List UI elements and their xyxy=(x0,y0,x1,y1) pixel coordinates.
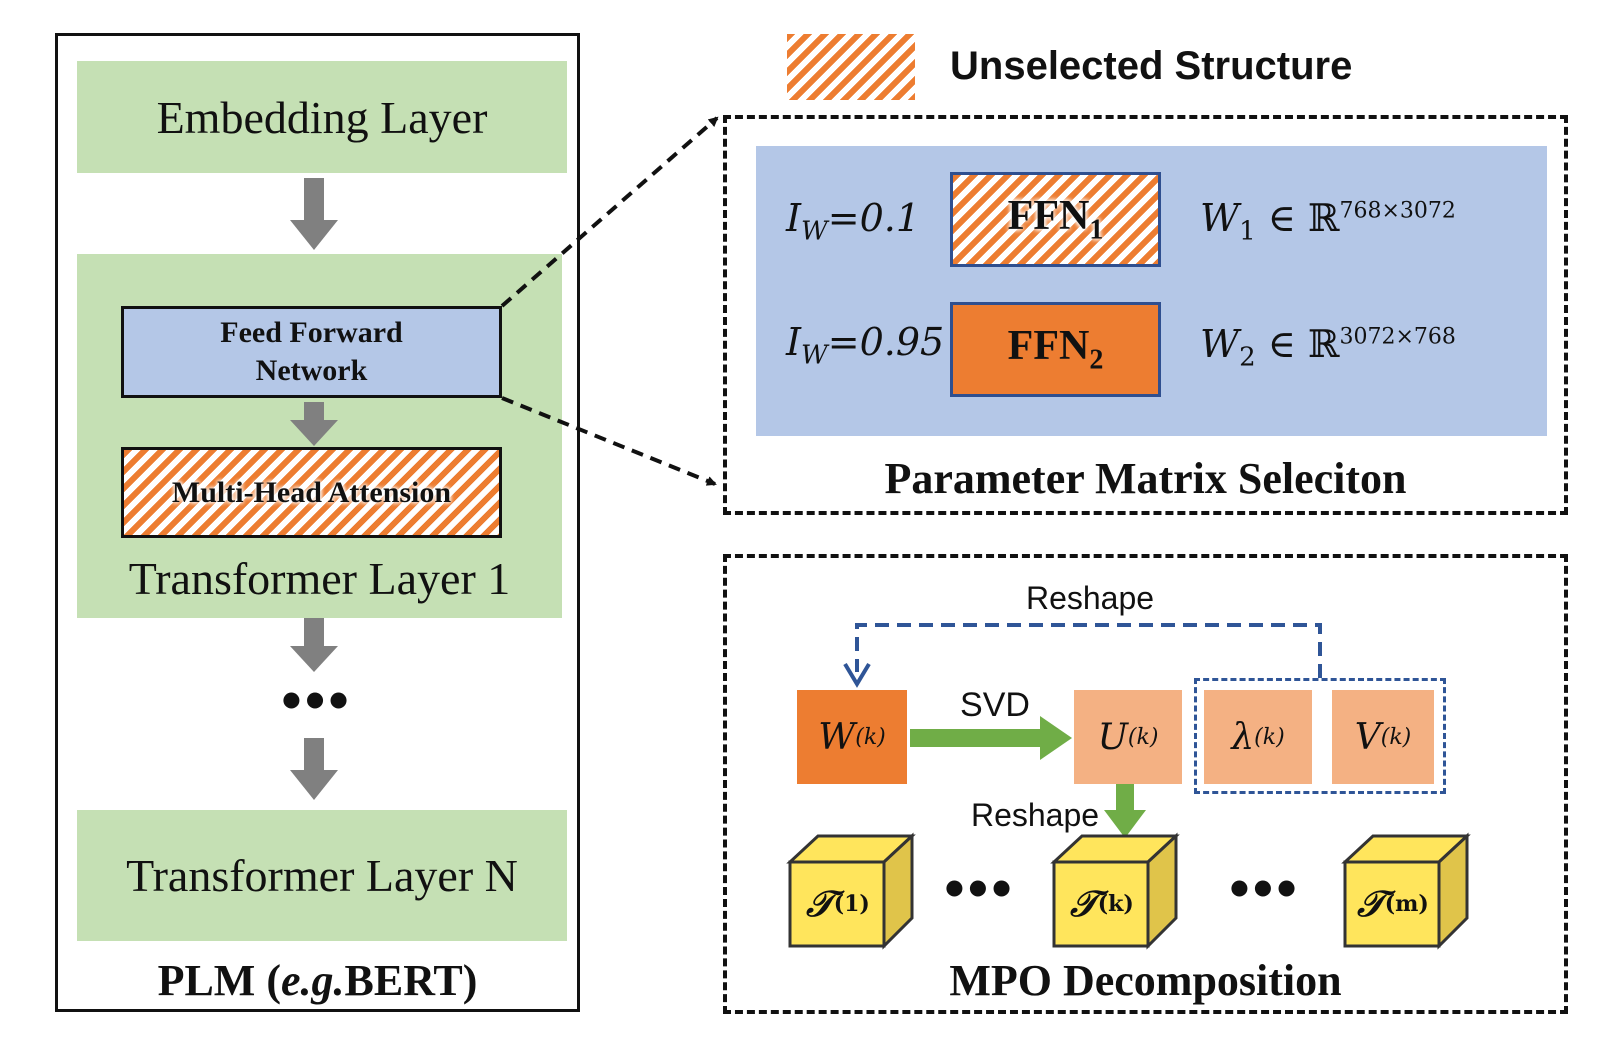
plm-ellipsis: ••• xyxy=(281,667,353,731)
zoom-arrow-bottom xyxy=(501,396,717,486)
transformer-layer-n-label: Transformer Layer N xyxy=(126,850,518,901)
multi-head-attention-block: Multi-Head Attension xyxy=(121,447,502,538)
reshape-mid-label: Reshape xyxy=(970,796,1100,833)
plm-caption-suffix: BERT) xyxy=(344,955,478,1005)
legend-hatch-swatch xyxy=(787,34,915,100)
tensor-cube-m xyxy=(1341,832,1471,950)
svd-arrow xyxy=(910,716,1072,760)
gray-arrow-ellipsis-to-transformer-n xyxy=(290,738,338,800)
tensor-k-label: 𝒯(k) xyxy=(1070,882,1134,925)
mha-label: Multi-Head Attension xyxy=(171,475,452,509)
tensor-ellipsis-right: ••• xyxy=(1229,855,1301,919)
lambda-k-block: λ(k) xyxy=(1204,690,1312,784)
tensor-1-label: 𝒯(1) xyxy=(806,882,870,925)
legend-label: Unselected Structure xyxy=(950,44,1353,88)
ffn-label-line1: Feed Forward xyxy=(220,316,403,349)
ffn1-block: FFN1 xyxy=(950,172,1161,267)
plm-panel xyxy=(55,33,580,1012)
lambda-v-group-box xyxy=(1194,678,1446,794)
tensor-cube-1 xyxy=(786,832,916,950)
tensor-ellipsis-left: ••• xyxy=(944,855,1016,919)
importance-weight-ffn1: IW=0.1 xyxy=(786,196,921,247)
w1-dimension-label: W1 ∈ ℝ768×3072 xyxy=(1200,196,1456,247)
mpo-decomposition-panel xyxy=(723,554,1568,1014)
plm-caption-eg: e.g. xyxy=(280,955,345,1005)
u-k-block: U(k) xyxy=(1074,690,1182,784)
reshape-loop-arrow xyxy=(843,623,1322,688)
svd-label: SVD xyxy=(960,685,1030,724)
mpo-decomposition-caption: MPO Decomposition xyxy=(949,955,1342,1005)
embedding-layer-block: Embedding Layer xyxy=(77,61,567,173)
transformer-layer-n-block: Transformer Layer N xyxy=(77,810,567,941)
parameter-matrix-selection-panel xyxy=(723,115,1568,515)
v-k-block: V(k) xyxy=(1332,690,1434,784)
gray-arrow-embedding-to-transformer xyxy=(290,178,338,250)
embedding-layer-label: Embedding Layer xyxy=(156,91,488,143)
tensor-cube-k xyxy=(1050,832,1180,950)
ffn-label-line2: Network xyxy=(255,354,368,387)
parameter-matrix-selection-caption: Parameter Matrix Seleciton xyxy=(884,453,1407,503)
ffn1-label: FFN1 xyxy=(1007,193,1104,246)
w-k-block: W(k) xyxy=(797,690,907,784)
transformer-layer-1-label: Transformer Layer 1 xyxy=(128,552,511,604)
importance-weight-ffn2: IW=0.95 xyxy=(786,320,945,371)
gray-arrow-transformer-to-ellipsis xyxy=(290,618,338,672)
gray-arrow-ffn-to-mha xyxy=(290,402,338,446)
ffn2-label: FFN2 xyxy=(1007,323,1104,376)
reshape-top-label: Reshape xyxy=(1025,579,1155,616)
zoom-arrow-top xyxy=(500,116,719,308)
feed-forward-network-block: Feed Forward Network xyxy=(121,306,502,398)
plm-caption: PLM (e.g. BERT) xyxy=(55,950,580,1010)
reshape-down-arrow xyxy=(1104,784,1146,838)
tensor-m-label: 𝒯(m) xyxy=(1357,882,1429,925)
plm-caption-prefix: PLM ( xyxy=(157,955,281,1005)
w2-dimension-label: W2 ∈ ℝ3072×768 xyxy=(1200,322,1456,373)
ffn2-block: FFN2 xyxy=(950,302,1161,397)
